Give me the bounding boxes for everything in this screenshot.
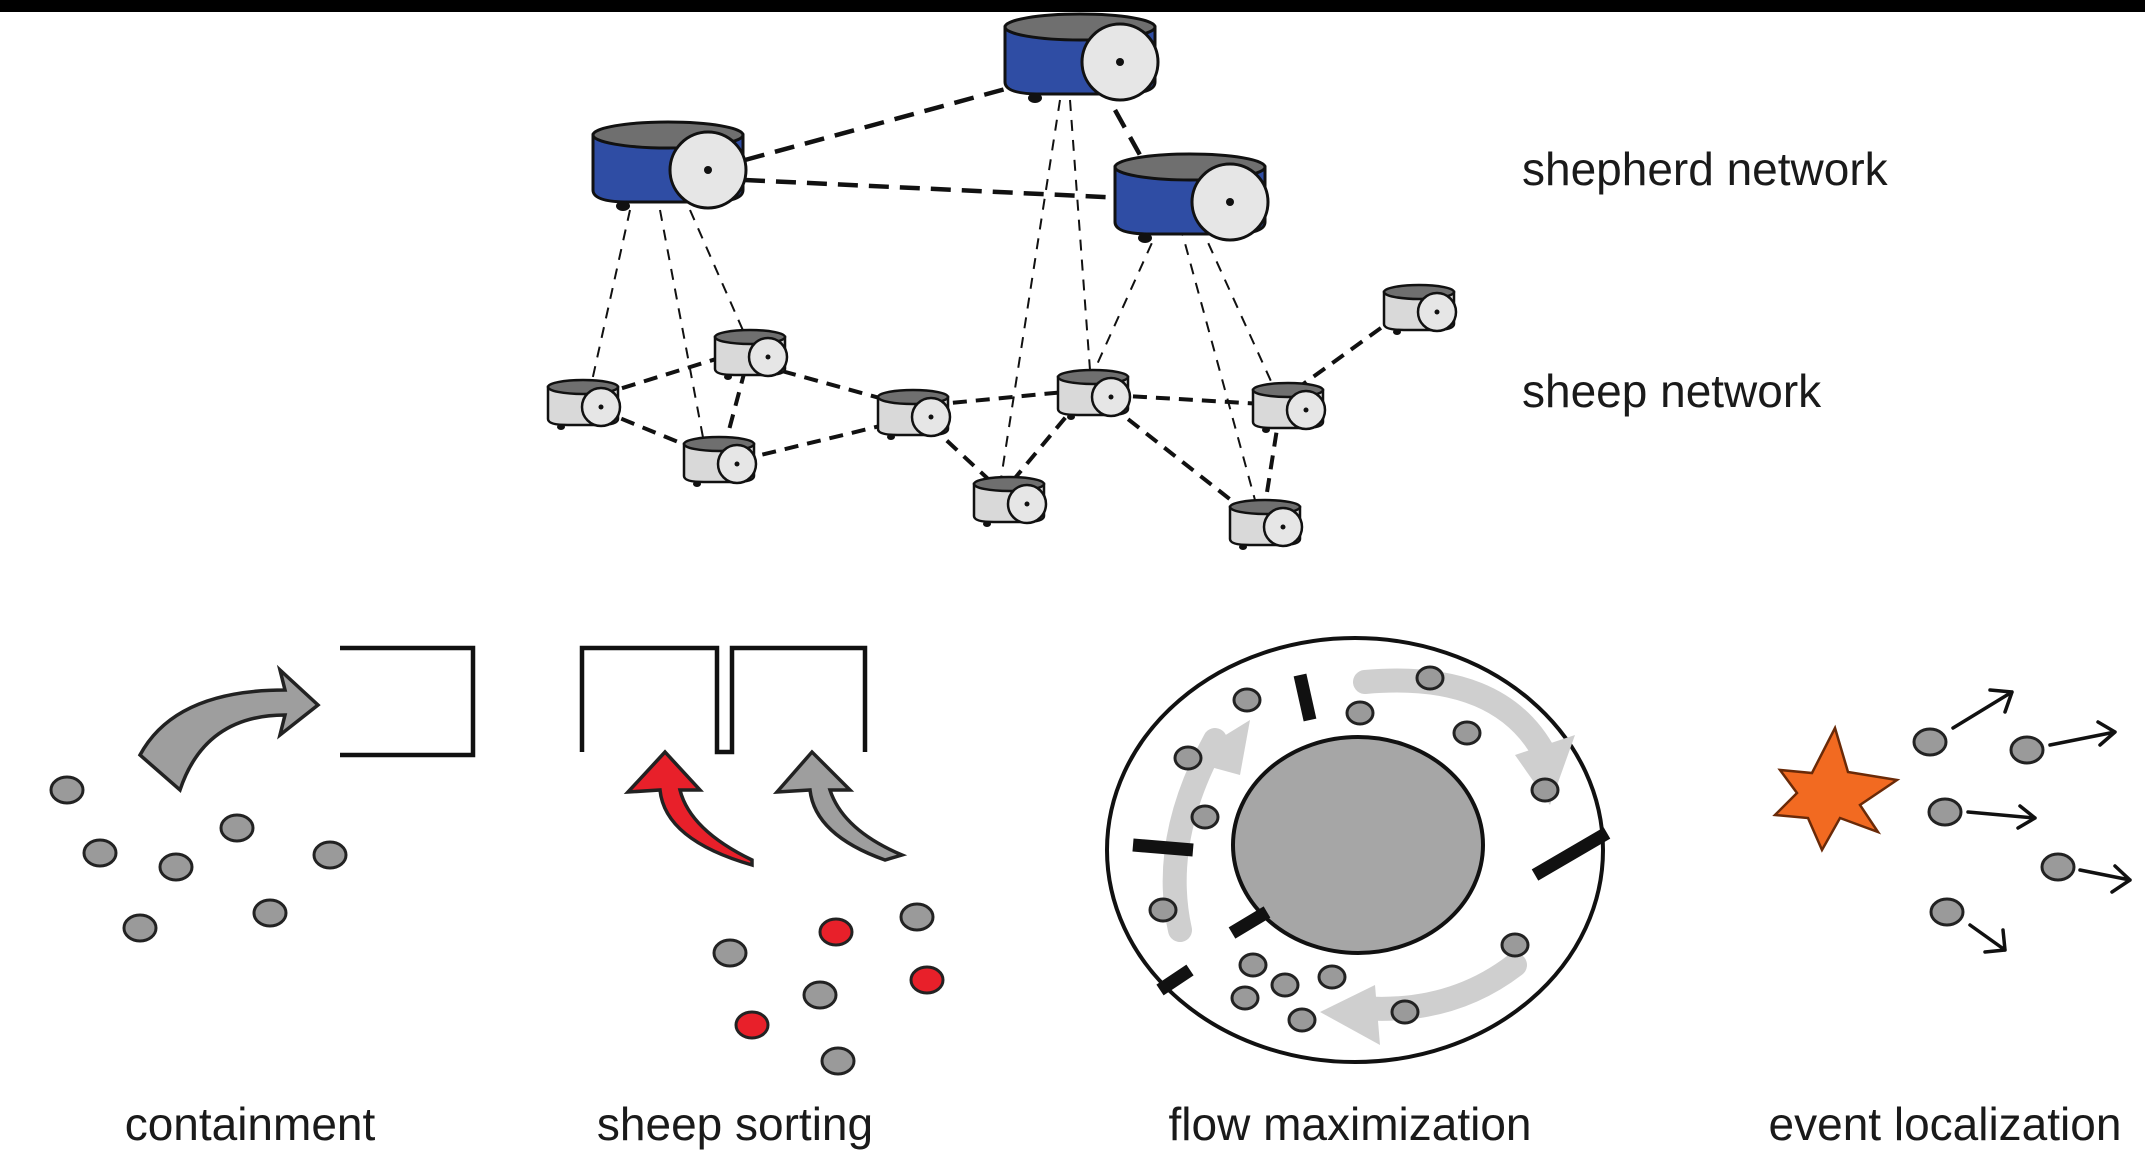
sheep-dot [312, 840, 348, 870]
sheep-dot [1238, 952, 1268, 978]
arrow [1968, 923, 2007, 954]
sheep-robot [713, 328, 789, 382]
sheep-robot [972, 475, 1048, 529]
sheep-dot [1270, 972, 1300, 998]
sheep-dot [1390, 999, 1420, 1025]
sheep-dots [712, 902, 945, 1076]
sheep-robot [1251, 381, 1327, 435]
arrow [1966, 804, 2037, 830]
sheep-dot [1500, 932, 1530, 958]
barrier [1293, 673, 1317, 722]
sheep-robot [1382, 283, 1458, 337]
sheep-robot [682, 435, 758, 489]
sheep-dot [219, 813, 255, 843]
sheep-dot [1230, 985, 1260, 1011]
barrier [1228, 906, 1271, 939]
shepherd-robot [591, 120, 748, 213]
arrow [1951, 688, 2014, 730]
sheep-dot [712, 938, 748, 968]
barrier [1132, 838, 1194, 857]
event-localization-panel: event localization [1769, 688, 2132, 1150]
sheep-network-label: sheep network [1522, 365, 1822, 417]
sheep-dot [1317, 964, 1347, 990]
sheep-dot [1190, 804, 1220, 830]
gray-arrow [772, 749, 908, 862]
sheep-dot [1452, 720, 1482, 746]
sheep-dot [49, 775, 85, 805]
barrier [1531, 827, 1611, 881]
sheep-dot [1148, 897, 1178, 923]
sheep-dot [1173, 745, 1203, 771]
containment-label: containment [125, 1098, 376, 1150]
sheep-dot [158, 852, 194, 882]
sheep-dots [49, 775, 348, 943]
containment-panel: containment [49, 645, 476, 1150]
shepherd-robots [591, 12, 1270, 245]
sheep-dot [1415, 665, 1445, 691]
sheep-dot [1232, 687, 1262, 713]
sheep-dot [1929, 897, 1965, 927]
shepherd-sheep-links [589, 99, 1276, 501]
barriers [1132, 673, 1611, 996]
sheep-dot [122, 913, 158, 943]
sheep-dot [802, 980, 838, 1010]
sheep-dot [820, 1046, 856, 1076]
sheep-dot [1912, 727, 1948, 757]
event-localization-label: event localization [1769, 1098, 2122, 1150]
sheep-dot [1530, 777, 1560, 803]
sheep-dot [82, 838, 118, 868]
flow-maximization-label: flow maximization [1169, 1098, 1532, 1150]
sheep-dot [899, 902, 935, 932]
barrier [1156, 964, 1194, 996]
explosion-icon [1772, 724, 1901, 853]
sheep-robot [1228, 498, 1304, 552]
shepherd-robot [1003, 12, 1160, 105]
red-arrow [623, 749, 754, 868]
sheep-robot [546, 378, 622, 432]
sheep-robot [876, 388, 952, 442]
gray-arrow [137, 664, 321, 794]
sorting-pens [579, 645, 868, 755]
shepherd-network-label: shepherd network [1522, 143, 1889, 195]
arrow [2078, 864, 2132, 894]
sheep-dot [1345, 700, 1375, 726]
sheep-dot [1927, 797, 1963, 827]
pen-enclosure [340, 645, 476, 758]
sheep-dots [1912, 727, 2076, 927]
arrow [2048, 720, 2117, 747]
sheep-sorting-label: sheep sorting [597, 1098, 873, 1150]
inner-obstacle [1231, 735, 1485, 955]
sheep-robots [546, 283, 1458, 552]
sheep-dot [2040, 852, 2076, 882]
shepherd-robot [1113, 152, 1270, 245]
sheep-dot [1287, 1007, 1317, 1033]
sheep-dot [252, 898, 288, 928]
sheep-dots [1148, 665, 1560, 1033]
sheep-robot [1056, 368, 1132, 422]
top-border [0, 0, 2145, 12]
red-sheep-dot [909, 965, 945, 995]
shepherd-links [744, 82, 1142, 201]
flow-maximization-panel: flow maximization [1105, 636, 1611, 1150]
sheep-sorting-panel: sheep sorting [579, 645, 945, 1150]
motion-arrows [1951, 688, 2132, 954]
red-sheep-dot [818, 917, 854, 947]
sheep-dot [2009, 735, 2045, 765]
red-sheep-dot [734, 1010, 770, 1040]
